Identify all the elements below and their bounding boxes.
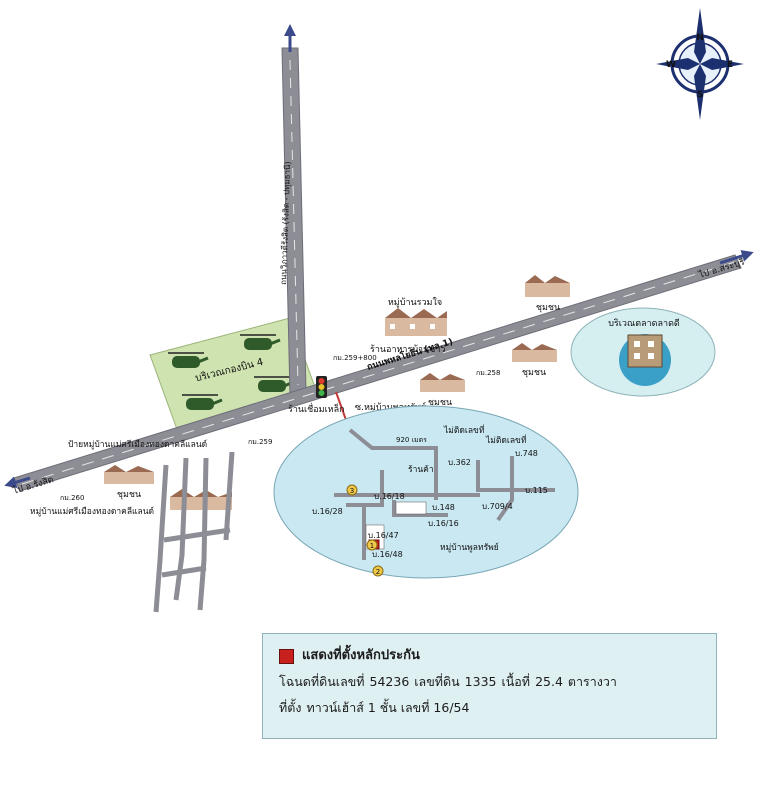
- community-3-label: ชุมชน: [428, 398, 452, 408]
- marker-2: 2: [376, 568, 380, 576]
- community-4-label: ชุมชน: [117, 490, 141, 500]
- house-115-label: บ.115: [525, 486, 548, 495]
- house-148-label: บ.148: [432, 503, 455, 512]
- house-709-4-label: บ.709/4: [482, 502, 513, 511]
- community-1-label: ชุมชน: [536, 303, 560, 313]
- houses-icon: [525, 275, 570, 297]
- helicopter-icon: [240, 334, 281, 350]
- area-unit: ตารางวา: [567, 674, 617, 689]
- community-2-label: ชุมชน: [522, 368, 546, 378]
- houses-icon: [420, 373, 465, 392]
- house-16-28-label: บ.16/28: [312, 507, 343, 516]
- shop-label: ร้านค้า: [408, 464, 434, 475]
- traffic-light-icon: [316, 376, 327, 398]
- house-16-48-label: บ.16/48: [372, 550, 403, 559]
- compass-n: N: [696, 33, 704, 43]
- compass-icon: N S E W: [656, 8, 744, 120]
- legend-deed-row: โฉนดที่ดินเลขที่ 54236 เลขที่ดิน 1335 เน…: [279, 674, 704, 690]
- location-label: ที่ตั้ง: [279, 700, 302, 715]
- area-label: เนื้อที่: [501, 674, 531, 689]
- house-748-label: บ.748: [515, 449, 538, 458]
- km-top-label: กม.259+800: [333, 354, 377, 362]
- house-362-label: บ.362: [448, 458, 471, 467]
- compass-w: W: [666, 60, 676, 70]
- houses-icon: [385, 308, 447, 336]
- market-area: บริเวณตลาดลาดดี: [570, 307, 716, 397]
- village-sign-label: ป้ายหมู่บ้านแม่ศรีเมืองทองดาคลีแลนด์: [68, 439, 207, 450]
- km-259-label: กม.259: [248, 438, 272, 446]
- no-house-1-label: ไม่ติดเลขที่: [443, 424, 485, 436]
- house-16-18-label: บ.16/18: [374, 492, 405, 501]
- area-value: 25.4: [535, 674, 563, 689]
- inset-area: 920 เมตร ไม่ติดเลขที่ ไม่ติดเลขที่ ร้านค…: [273, 405, 579, 579]
- road-north-label: ถนนวิภาวดีรังสิต (รังสิต - ปทุมธานี): [279, 161, 292, 285]
- market-area-label: บริเวณตลาดลาดดี: [608, 318, 680, 329]
- no-house-2-label: ไม่ติดเลขที่: [485, 434, 527, 446]
- legend-title: แสดงที่ตั้งหลักประกัน: [302, 648, 420, 663]
- houses-icon: [170, 489, 232, 510]
- deed-no: 54236: [369, 674, 410, 689]
- village-bottom-label: หมู่บ้านแม่ศรีเมืองทองดาคลีแลนด์: [30, 506, 154, 517]
- distance-label: 920 เมตร: [396, 436, 427, 444]
- military-area: บริเวณกองบิน 4: [149, 317, 317, 433]
- house-16-47-label: บ.16/47: [368, 531, 399, 540]
- welding-shop-label: ร้านเชื่อมเหล็ก: [288, 402, 345, 415]
- village-street-grid: [153, 451, 235, 613]
- helicopter-icon: [254, 376, 295, 392]
- marker-1: 1: [370, 542, 374, 550]
- compass-s: S: [697, 90, 703, 100]
- km-260-label: กม.260: [60, 494, 84, 502]
- location-value: ทาวน์เฮ้าส์ 1 ชั้น เลขที่ 16/54: [306, 700, 470, 715]
- inset-village-label: หมู่บ้านพูลทรัพย์: [440, 542, 499, 553]
- village-top-label: หมู่บ้านรวมใจ: [388, 297, 442, 308]
- helicopter-icon: [182, 394, 223, 410]
- km-258-label: กม.258: [476, 369, 500, 377]
- deed-label: โฉนดที่ดินเลขที่: [279, 674, 365, 689]
- collateral-square-icon: [279, 648, 294, 664]
- compass-e: E: [727, 60, 733, 70]
- helicopter-icon: [168, 352, 209, 368]
- shop-top-label: ร้านอาหารบ้านชาว: [370, 344, 445, 355]
- land-no: 1335: [464, 674, 497, 689]
- legend-location-row: ที่ตั้ง ทาวน์เฮ้าส์ 1 ชั้น เลขที่ 16/54: [279, 700, 704, 716]
- houses-icon: [512, 343, 557, 362]
- marker-3: 3: [350, 487, 354, 495]
- land-label: เลขที่ดิน: [414, 674, 460, 689]
- legend-title-row: แสดงที่ตั้งหลักประกัน: [279, 648, 704, 664]
- houses-icon: [104, 465, 154, 484]
- legend-box: แสดงที่ตั้งหลักประกัน โฉนดที่ดินเลขที่ 5…: [262, 633, 717, 739]
- house-16-16-label: บ.16/16: [428, 519, 459, 528]
